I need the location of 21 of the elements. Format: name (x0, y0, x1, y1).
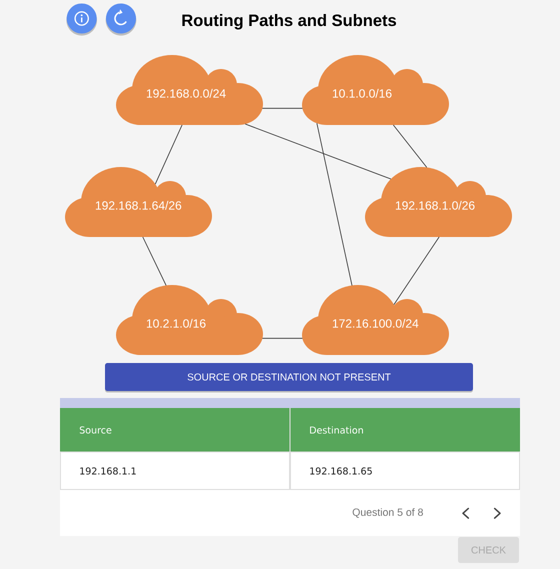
cloud: 192.168.1.0/26 (365, 167, 512, 237)
cloud: 10.1.0.0/16 (302, 55, 449, 125)
header-cell: Source (60, 408, 290, 452)
cloud: 172.16.100.0/24 (302, 285, 449, 355)
connector-line (154, 124, 182, 184)
table-cell: 192.168.1.1 (60, 452, 290, 490)
connector-line (394, 236, 440, 306)
title: Routing Paths and Subnets (182, 14, 396, 30)
cloud: 192.168.1.64/26 (65, 167, 212, 237)
connector-line (244, 124, 392, 180)
option-button: SOURCE OR DESTINATION NOT PRESENT (105, 363, 473, 392)
connector-line (262, 108, 303, 109)
connector-line (142, 236, 167, 286)
connector-line (316, 122, 352, 286)
cloud: 192.168.0.0/24 (116, 55, 263, 125)
connector-line (392, 124, 428, 168)
connector-line (262, 338, 303, 339)
cloud: 10.2.1.0/16 (116, 285, 263, 355)
page-counter: Question 5 of 8 (352, 508, 423, 518)
table-cell: 192.168.1.65 (290, 452, 520, 490)
header-cell: Destination (290, 408, 520, 452)
